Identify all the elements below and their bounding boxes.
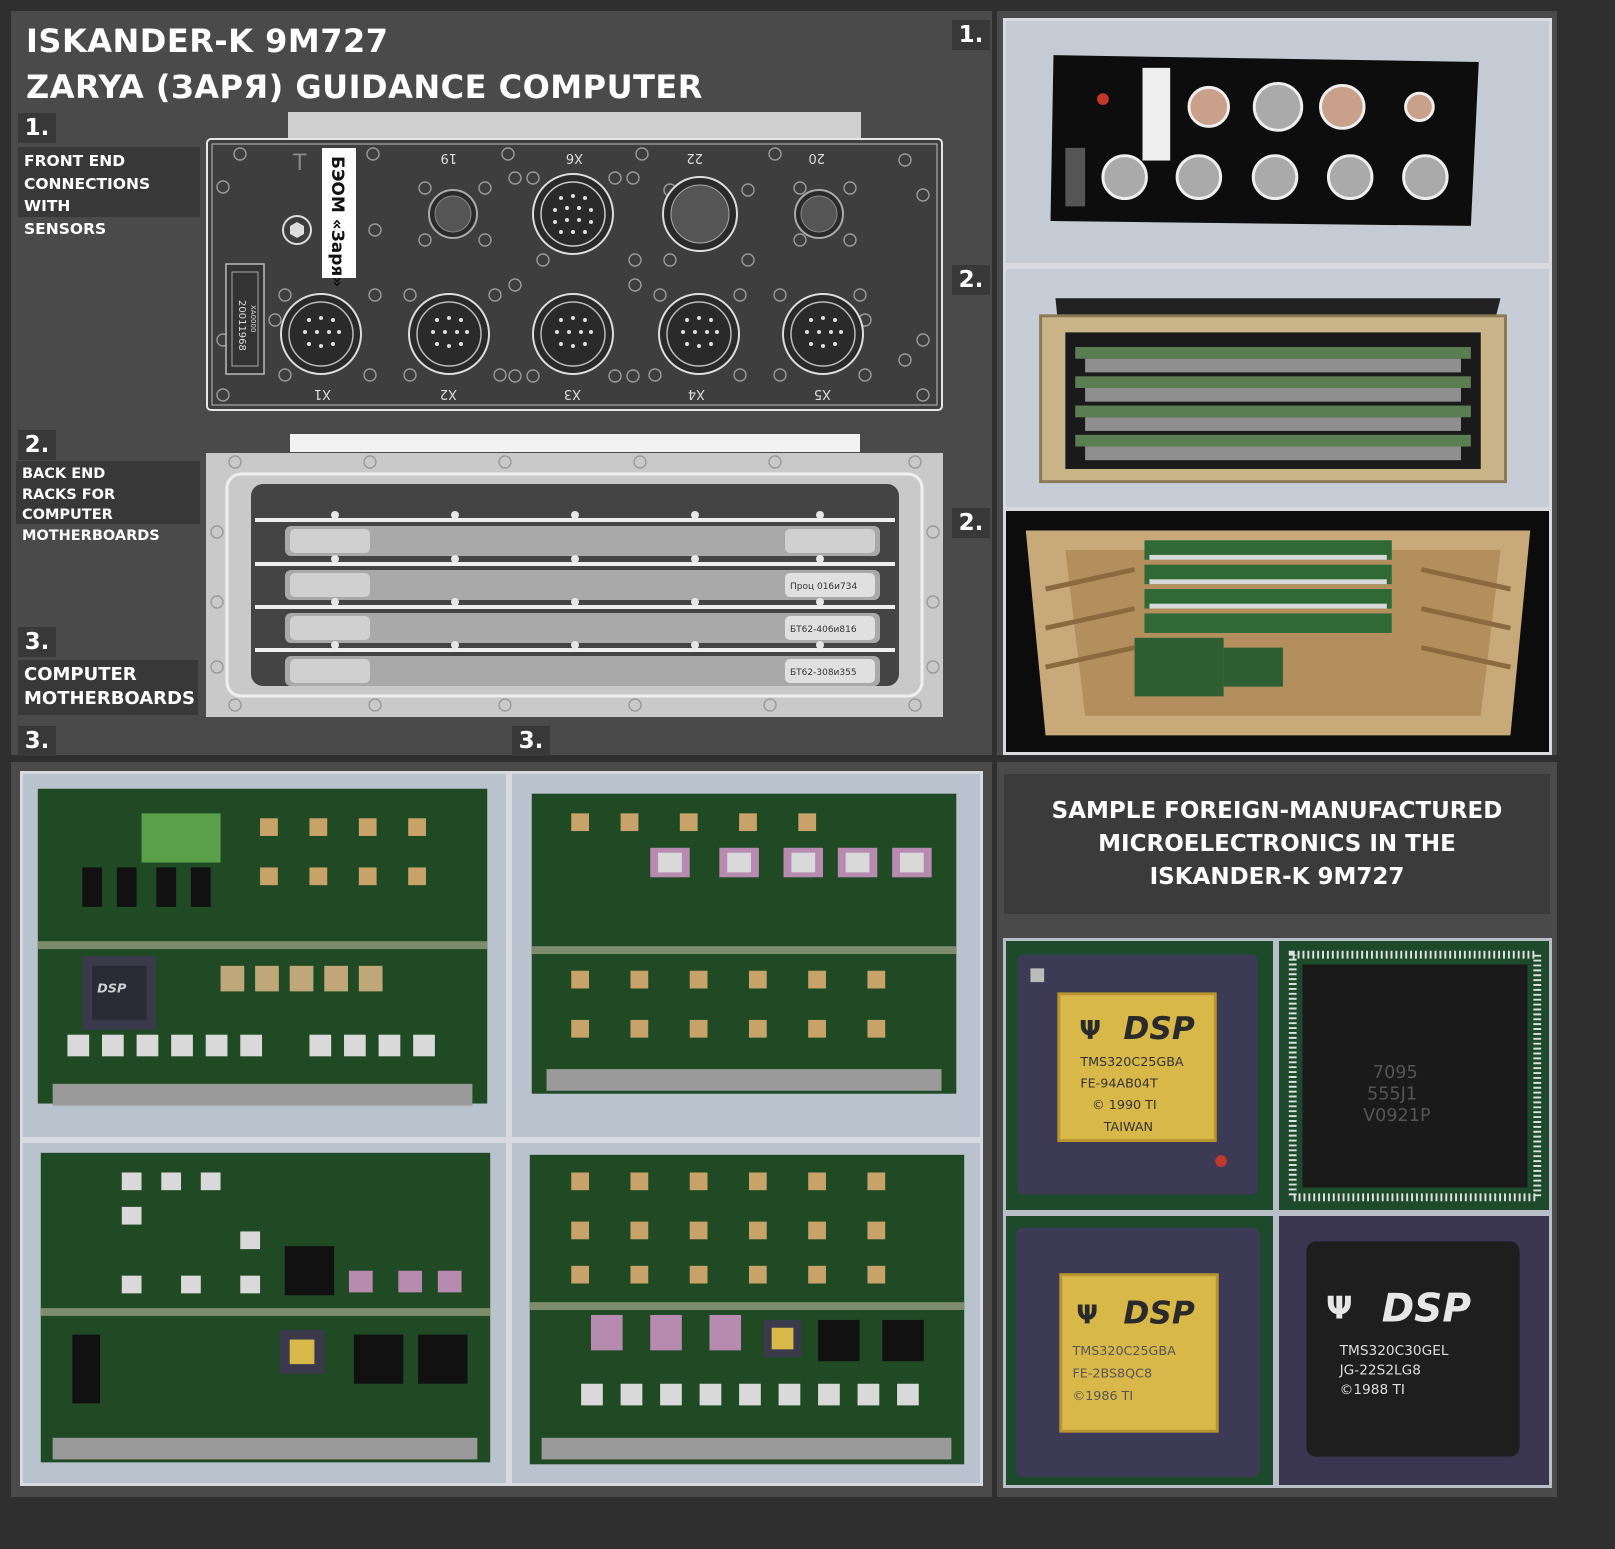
chip-4-line-2: JG-22S2LG8 xyxy=(1339,1362,1421,1378)
chip-4-line-1: TMS320C30GEL xyxy=(1339,1343,1449,1359)
chip-3-logo: DSP xyxy=(1123,1296,1194,1332)
label-motherboards: COMPUTER MOTHERBOARDS xyxy=(18,660,198,715)
chip-1-line-4: TAIWAN xyxy=(1103,1119,1153,1134)
photo-motherboard-4 xyxy=(509,1140,983,1486)
chip-photo-tms320c30: Ψ DSP TMS320C30GEL JG-22S2LG8 ©1988 TI xyxy=(1276,1213,1552,1488)
marker-1-photo: 1. xyxy=(952,20,990,50)
connector-label-20: 20 xyxy=(808,150,825,165)
chip-1-line-2: FE-94AB04T xyxy=(1080,1076,1158,1091)
svg-text:T: T xyxy=(292,151,307,176)
chip-4-logo: DSP xyxy=(1382,1287,1472,1332)
chip-4-line-3: ©1988 TI xyxy=(1340,1382,1405,1398)
connector-label-22: 22 xyxy=(686,150,703,165)
slot-label-3: БТ62-308и355 xyxy=(790,668,857,678)
label-front-end: FRONT END CONNECTIONS WITH SENSORS xyxy=(18,147,200,238)
marker-2-back: 2. xyxy=(18,430,56,460)
chip-3-line-3: ©1986 TI xyxy=(1073,1388,1134,1403)
serial-number-b: ХА0000 xyxy=(249,305,257,332)
chip-2-line-2: 555J1 xyxy=(1367,1084,1417,1104)
marker-3-label: 3. xyxy=(18,627,56,657)
chip-2-line-3: V0921P xyxy=(1363,1106,1431,1126)
chip-photo-tms320c25-1986: Ψ DSP TMS320C25GBA FE-2BS8QC8 ©1986 TI xyxy=(1003,1213,1276,1488)
marker-3-board-b: 3. xyxy=(512,726,550,756)
marker-2-photo-a: 2. xyxy=(952,265,990,295)
chip-1-line-3: © 1990 TI xyxy=(1092,1097,1157,1112)
chip-2-line-1: 7095 xyxy=(1373,1063,1418,1083)
title-line-1: ISKANDER-K 9M727 xyxy=(26,22,389,60)
marker-2-photo-b: 2. xyxy=(952,508,990,538)
photo-motherboard-2 xyxy=(509,771,983,1140)
slot-label-2: БТ62-406и816 xyxy=(790,625,857,635)
svg-text:Ψ: Ψ xyxy=(1326,1291,1353,1327)
page-title: ISKANDER-K 9M727 ZARYA (ЗАРЯ) GUIDANCE C… xyxy=(26,18,703,110)
photo-front-panel xyxy=(1003,18,1552,266)
slot-label-1: Проц 016и734 xyxy=(790,582,857,592)
chip-3-line-2: FE-2BS8QC8 xyxy=(1073,1365,1153,1380)
photo-motherboard-3 xyxy=(20,1140,509,1486)
connector-label-x4: X4 xyxy=(688,386,705,401)
title-line-2: ZARYA (ЗАРЯ) GUIDANCE COMPUTER xyxy=(26,68,703,106)
chip-photo-tms320c25-taiwan: DSP Ψ TMS320C25GBA FE-94AB04T © 1990 TI … xyxy=(1003,938,1276,1213)
svg-text:Ψ: Ψ xyxy=(1079,1015,1101,1045)
chip-1-line-1: TMS320C25GBA xyxy=(1079,1054,1184,1069)
label-back-end: BACK END RACKS FOR COMPUTER MOTHERBOARDS xyxy=(16,461,200,544)
svg-text:Ψ: Ψ xyxy=(1076,1300,1098,1330)
serial-number-a: 20011968 xyxy=(236,300,247,351)
connector-label-19: 19 xyxy=(440,150,457,165)
connector-label-x1: X1 xyxy=(314,386,331,401)
back-rack-diagram: Проц 016и734 БТ62-406и816 БТ62-308и355 xyxy=(206,434,943,717)
chip-1-logo: DSP xyxy=(1123,1011,1194,1047)
chip-photo-qfp: 7095 555J1 V0921P xyxy=(1276,938,1552,1213)
connector-label-x2: X2 xyxy=(440,386,457,401)
plate-label: БЭОМ «Заря» xyxy=(327,156,347,287)
foreign-chips-heading: SAMPLE FOREIGN-MANUFACTURED MICROELECTRO… xyxy=(1004,774,1550,914)
connector-label-x6: X6 xyxy=(566,150,583,165)
connector-label-x5: X5 xyxy=(814,386,831,401)
connector-label-x3: X3 xyxy=(564,386,581,401)
marker-1-front: 1. xyxy=(18,113,56,143)
chip-3-line-1: TMS320C25GBA xyxy=(1072,1343,1177,1358)
photo-back-rack xyxy=(1003,266,1552,510)
photo-motherboard-1: DSP xyxy=(20,771,509,1140)
marker-3-board-a: 3. xyxy=(18,726,56,756)
svg-text:DSP: DSP xyxy=(97,981,127,996)
photo-open-chassis xyxy=(1003,508,1552,755)
front-panel-diagram: 20011968 ХА0000 T БЭОМ «Заря» 19 X6 22 2… xyxy=(206,112,943,411)
